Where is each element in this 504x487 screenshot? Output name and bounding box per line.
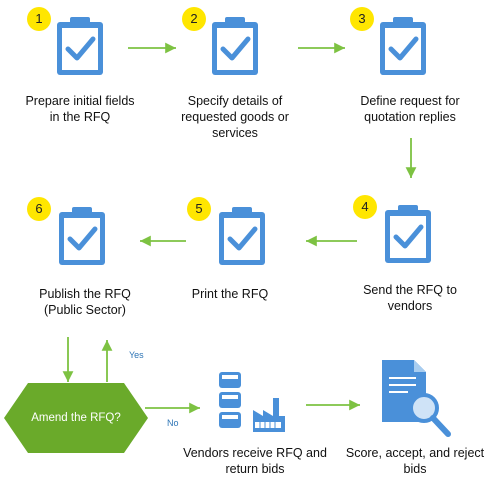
step-3-label-line: quotation replies	[364, 110, 456, 124]
decision-label: Amend the RFQ?	[31, 412, 121, 424]
score-label-line: Score, accept, and reject	[345, 446, 485, 460]
step-4-label-line: Send the RFQ to	[363, 283, 457, 297]
step-4-label: Send the RFQ to vendors	[335, 282, 485, 314]
step-6-number-badge: 6	[27, 197, 51, 221]
clipboard-check-icon	[219, 207, 265, 265]
step-3-label-line: Define request for	[360, 94, 460, 108]
vendors-label-line: return bids	[225, 462, 285, 476]
step-5-label: Print the RFQ	[170, 286, 290, 302]
score-label: Score, accept, and reject bids	[335, 445, 495, 477]
decision-yes-label: Yes	[129, 350, 144, 360]
step-2-label: Specify details of requested goods or se…	[160, 93, 310, 141]
score-label-line: bids	[403, 462, 427, 476]
step-1-label-line: Prepare initial fields	[25, 94, 135, 108]
step-3-label: Define request for quotation replies	[330, 93, 490, 125]
step-2-label-line: services	[212, 126, 258, 140]
step-2-label-line: requested goods or	[181, 110, 289, 124]
step-3-number-badge: 3	[350, 7, 374, 31]
decision-no-label: No	[167, 418, 179, 428]
step-1-label: Prepare initial fields in the RFQ	[5, 93, 155, 125]
step-6-label: Publish the RFQ (Public Sector)	[10, 286, 160, 318]
vendors-label-line: Vendors receive RFQ and	[183, 446, 327, 460]
step-1-number-badge: 1	[27, 7, 51, 31]
clipboard-check-icon	[212, 17, 258, 75]
document-magnifier-icon	[382, 360, 451, 437]
step-2-label-line: Specify details of	[187, 94, 283, 108]
decision-diamond	[4, 383, 148, 453]
step-1-label-line: in the RFQ	[49, 110, 111, 124]
step-5-number-badge: 5	[187, 197, 211, 221]
clipboard-check-icon	[385, 205, 431, 263]
step-4-number-badge: 4	[353, 195, 377, 219]
vendors-label: Vendors receive RFQ and return bids	[175, 445, 335, 477]
clipboard-check-icon	[59, 207, 105, 265]
step-4-label-line: vendors	[387, 299, 433, 313]
step-5-label-line: Print the RFQ	[191, 287, 269, 301]
step-2-number-badge: 2	[182, 7, 206, 31]
vendors-factory-icon	[219, 372, 285, 432]
step-6-label-line: (Public Sector)	[44, 303, 126, 317]
clipboard-check-icon	[380, 17, 426, 75]
step-6-label-line: Publish the RFQ	[39, 287, 131, 301]
